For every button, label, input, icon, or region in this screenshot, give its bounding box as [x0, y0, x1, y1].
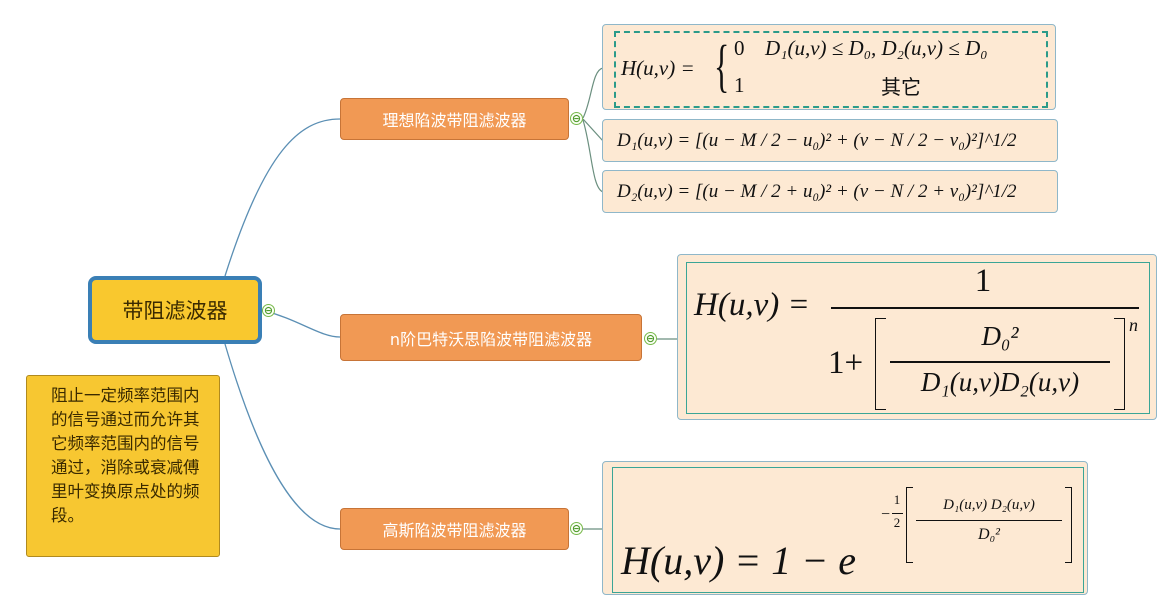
formula-d1[interactable]: D₁(u,v) = [(u − M / 2 − u₀)² + (v − N / … — [602, 119, 1058, 162]
link-root-ideal — [224, 118, 341, 277]
butterworth-lhs: H(u,v) = — [694, 287, 810, 323]
gaussian-inner-frame — [612, 467, 1084, 593]
gaussian-half-den: 2 — [893, 515, 901, 530]
butterworth-fraction-bar — [831, 307, 1139, 309]
root-node[interactable]: 带阻滤波器 — [88, 276, 262, 344]
ideal-h-lhs: H(u,v) = — [621, 56, 695, 80]
butterworth-inner-denominator: D₁(u,v)D₂(u,v) — [920, 367, 1080, 397]
gaussian-left-bracket — [906, 487, 913, 563]
formula-gaussian[interactable]: H(u,v) = 1 − e − 1 2 D₁(u,v) D₂(u,v) D₀² — [602, 461, 1088, 595]
butterworth-right-bracket — [1114, 318, 1125, 410]
branch-ideal-toggle[interactable]: ⊖ — [570, 112, 583, 125]
gaussian-right-bracket — [1065, 487, 1072, 563]
branch-ideal-notch[interactable]: 理想陷波带阻滤波器 — [340, 98, 569, 140]
link-ideal-formula1 — [582, 67, 604, 119]
branch-gaussian-label: 高斯陷波带阻滤波器 — [382, 521, 527, 540]
formula-ideal-dashed-frame — [614, 31, 1048, 108]
gaussian-half-num: 1 — [893, 492, 901, 507]
formula-ideal-h[interactable]: H(u,v) = { 0 D₁(u,v) ≤ D₀, D₂(u,v) ≤ D₀ … — [602, 24, 1056, 110]
butterworth-inner-bar — [890, 361, 1110, 363]
gaussian-half-bar — [892, 513, 903, 514]
gaussian-exp-sign: − — [881, 506, 891, 523]
branch-gaussian-toggle[interactable]: ⊖ — [570, 522, 583, 535]
d1-expression: D₁(u,v) = [(u − M / 2 − u₀)² + (v − N / … — [617, 130, 1017, 151]
link-ideal-formula2 — [582, 118, 604, 142]
butterworth-exponent: n — [1129, 315, 1138, 335]
root-collapse-toggle[interactable]: ⊖ — [262, 304, 275, 317]
branch-gaussian-notch[interactable]: 高斯陷波带阻滤波器 — [340, 508, 569, 550]
butterworth-inner-frame — [686, 262, 1150, 414]
gaussian-inner-bar — [916, 520, 1062, 521]
branch-butterworth-label: n阶巴特沃思陷波带阻滤波器 — [389, 329, 593, 349]
d2-expression: D₂(u,v) = [(u − M / 2 + u₀)² + (v − N / … — [617, 181, 1017, 202]
gaussian-lhs: H(u,v) = 1 − e — [621, 538, 857, 583]
ideal-h-case2-condition: 其它 — [881, 75, 921, 99]
branch-ideal-label: 理想陷波带阻滤波器 — [382, 111, 527, 130]
branch-butterworth-notch[interactable]: n阶巴特沃思陷波带阻滤波器 — [340, 314, 642, 361]
link-root-gaussian — [224, 343, 341, 530]
ideal-h-brace: { — [714, 33, 730, 98]
formula-butterworth[interactable]: H(u,v) = 1 1+ D₀² D₁(u,v)D₂(u,v) n — [677, 254, 1157, 420]
butterworth-left-bracket — [875, 318, 886, 410]
ideal-h-case1-condition: D₁(u,v) ≤ D₀, D₂(u,v) ≤ D₀ — [765, 36, 988, 60]
branch-butterworth-toggle[interactable]: ⊖ — [644, 332, 657, 345]
gaussian-inner-denominator: D₀² — [978, 526, 1000, 543]
butterworth-inner-numerator: D₀² — [981, 321, 1019, 351]
gaussian-inner-numerator: D₁(u,v) D₂(u,v) — [943, 497, 1035, 513]
root-label: 带阻滤波器 — [122, 299, 228, 323]
butterworth-denominator-prefix: 1+ — [828, 345, 864, 381]
note-text: 阻止一定频率范围内的信号通过而允许其它频率范围内的信号通过，消除或衰减傅里叶变换… — [51, 386, 200, 525]
formula-d2[interactable]: D₂(u,v) = [(u − M / 2 + u₀)² + (v − N / … — [602, 170, 1058, 213]
butterworth-numerator: 1 — [974, 263, 992, 299]
description-note: 阻止一定频率范围内的信号通过而允许其它频率范围内的信号通过，消除或衰减傅里叶变换… — [26, 375, 220, 557]
link-ideal-formula3 — [582, 119, 604, 193]
ideal-h-case1-value: 0 — [734, 36, 745, 60]
ideal-h-case2-value: 1 — [734, 73, 745, 97]
